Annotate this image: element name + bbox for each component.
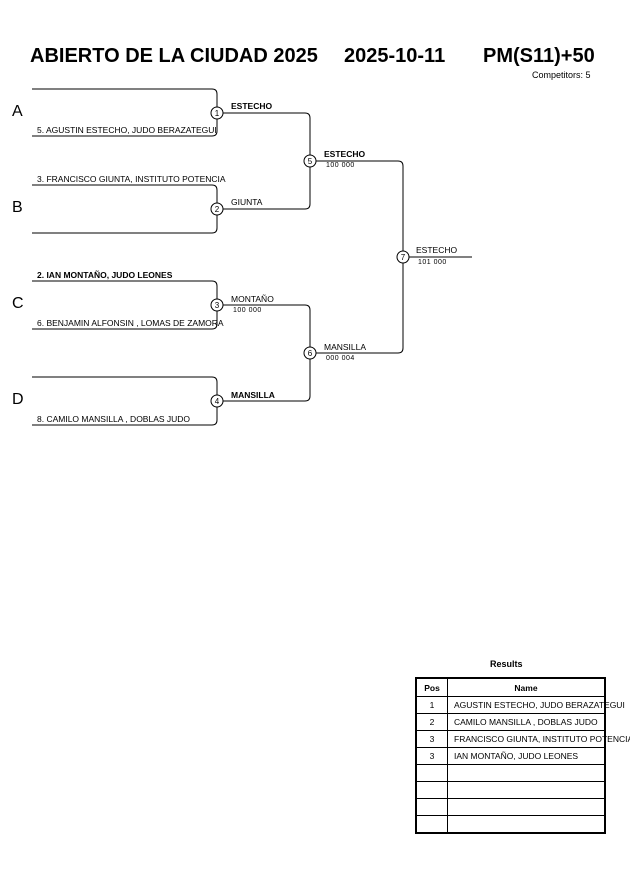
match-node-6 xyxy=(303,346,317,360)
result-name xyxy=(447,781,606,799)
match-winner-5: ESTECHO xyxy=(324,149,366,159)
results-col-pos: Pos xyxy=(415,677,448,697)
match-winner-1: ESTECHO xyxy=(231,101,273,111)
page-title: ABIERTO DE LA CIUDAD 2025 xyxy=(30,45,318,67)
match-number-2: 2 xyxy=(215,205,220,214)
match-number-5: 5 xyxy=(308,157,313,166)
match-number-4: 4 xyxy=(215,397,220,406)
match-winner-4: MANSILLA xyxy=(231,390,275,400)
category-label: PM(S11)+50 xyxy=(483,45,595,67)
result-pos xyxy=(415,764,448,782)
pool-label-a: A xyxy=(12,103,23,120)
entry-label: 5. AGUSTIN ESTECHO, JUDO BERAZATEGUI xyxy=(37,125,217,135)
pool-label-c: C xyxy=(12,295,24,312)
result-pos: 3 xyxy=(415,747,448,765)
event-date: 2025-10-11 xyxy=(344,45,446,67)
entry-label: 6. BENJAMIN ALFONSIN , LOMAS DE ZAMORA xyxy=(37,318,224,328)
match-node-1 xyxy=(210,106,224,120)
result-pos: 3 xyxy=(415,730,448,748)
competitors-count: Competitors: 5 xyxy=(532,70,591,80)
result-name: AGUSTIN ESTECHO, JUDO BERAZATEGUI xyxy=(447,696,625,714)
result-pos: 1 xyxy=(415,696,448,714)
match-number-7: 7 xyxy=(401,253,406,262)
entry-label: 8. CAMILO MANSILLA , DOBLAS JUDO xyxy=(37,414,191,424)
result-name xyxy=(447,815,606,834)
results-title: Results xyxy=(490,659,523,669)
match-winner-3: MONTAÑO xyxy=(231,294,274,304)
match-winner-7: ESTECHO xyxy=(416,245,458,255)
entry-label: 3. FRANCISCO GIUNTA, INSTITUTO POTENCIA xyxy=(37,174,226,184)
match-node-5 xyxy=(303,154,317,168)
match-winner-2: GIUNTA xyxy=(231,197,263,207)
result-pos xyxy=(415,815,448,834)
entry-label: 2. IAN MONTAÑO, JUDO LEONES xyxy=(37,270,173,280)
match-nodes: 1 2 3 4 5 6 7 xyxy=(210,106,410,408)
table-row xyxy=(415,815,606,834)
match-number-3: 3 xyxy=(215,301,220,310)
match-score-7: 101 000 xyxy=(418,259,447,266)
result-name: FRANCISCO GIUNTA, INSTITUTO POTENCIA xyxy=(447,730,630,748)
match-number-1: 1 xyxy=(215,109,220,118)
match-score-6: 000 004 xyxy=(326,355,355,362)
match-node-7 xyxy=(396,250,410,264)
result-name: IAN MONTAÑO, JUDO LEONES xyxy=(447,747,606,765)
results-col-name: Name xyxy=(447,677,606,697)
result-name xyxy=(447,798,606,816)
table-row xyxy=(415,781,606,799)
pool-label-b: B xyxy=(12,199,23,216)
result-pos xyxy=(415,781,448,799)
results-header-row: Pos Name xyxy=(415,677,606,697)
result-pos: 2 xyxy=(415,713,448,731)
result-name: CAMILO MANSILLA , DOBLAS JUDO xyxy=(447,713,606,731)
match-winner-6: MANSILLA xyxy=(324,342,367,352)
result-pos xyxy=(415,798,448,816)
table-row xyxy=(415,764,606,782)
match-score-3: 100 000 xyxy=(233,307,262,314)
match-node-3 xyxy=(210,298,224,312)
match-node-2 xyxy=(210,202,224,216)
result-name xyxy=(447,764,606,782)
match-number-6: 6 xyxy=(308,349,313,358)
table-row xyxy=(415,798,606,816)
pool-label-d: D xyxy=(12,391,24,408)
match-score-5: 100 000 xyxy=(326,162,355,169)
match-node-4 xyxy=(210,394,224,408)
